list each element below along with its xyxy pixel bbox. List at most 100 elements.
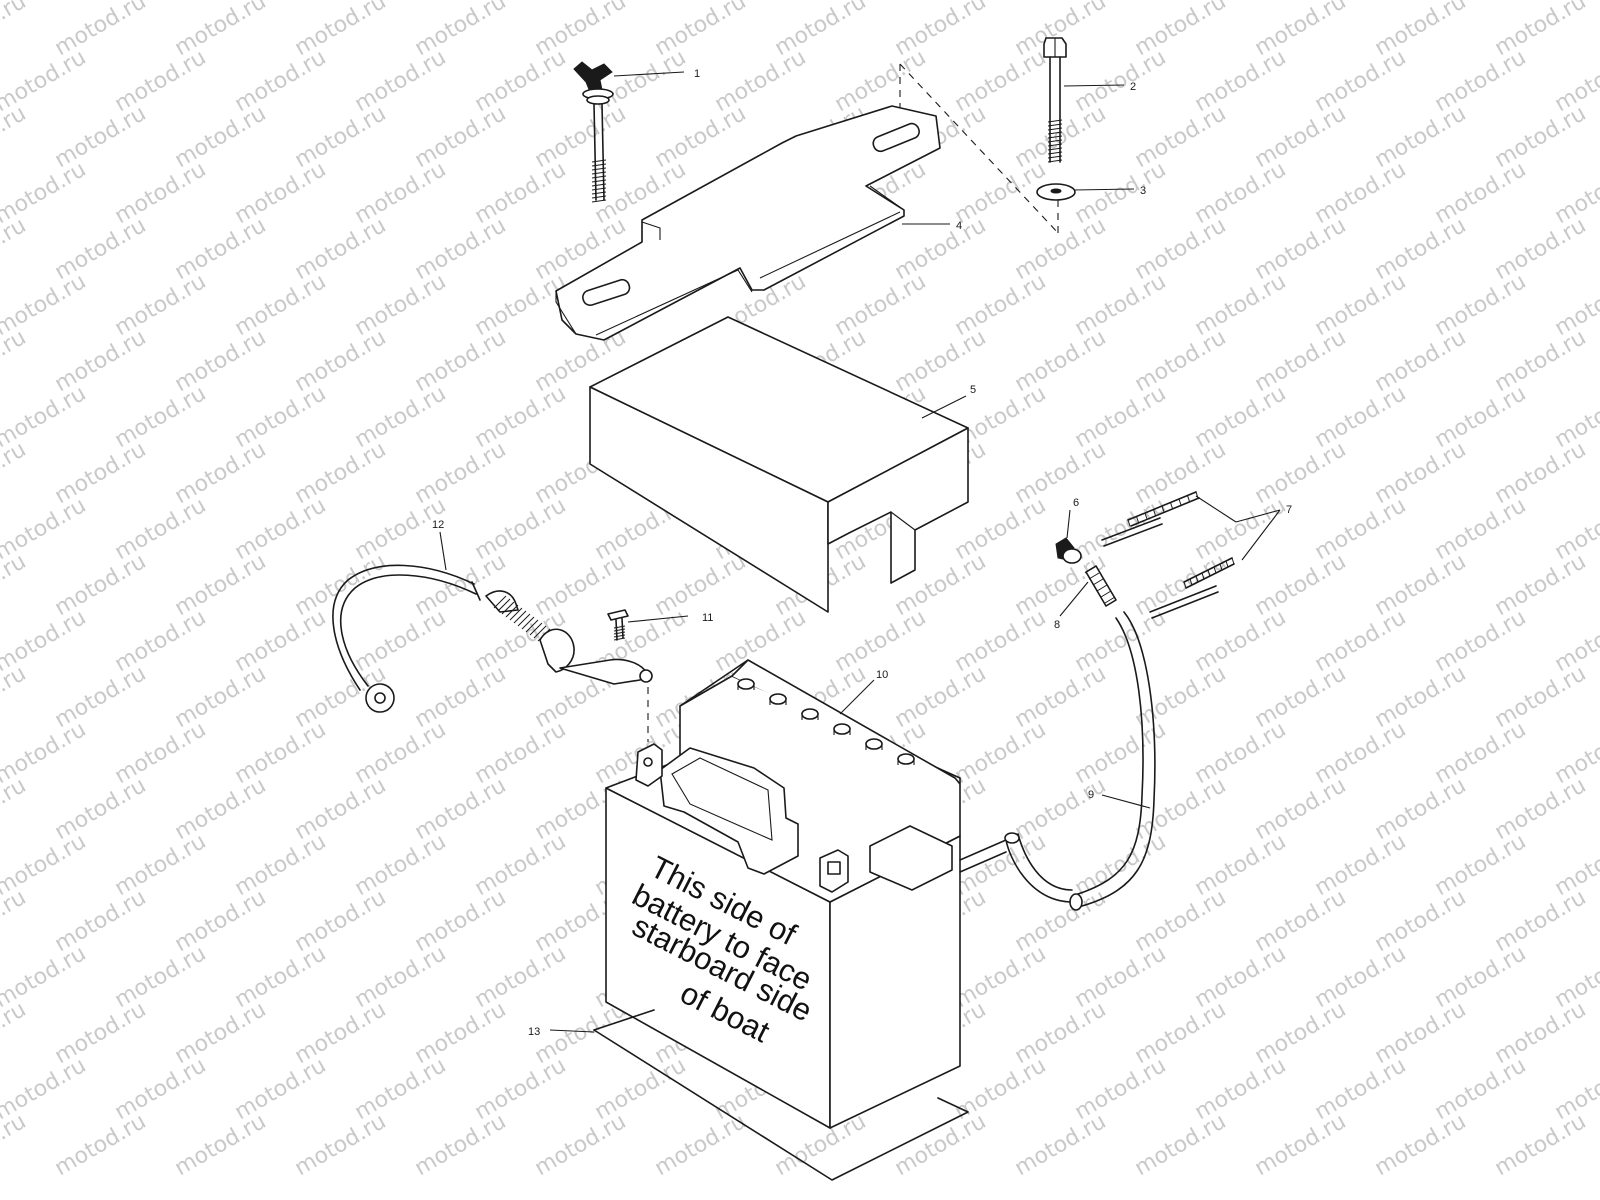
watermark-text: motod.ru bbox=[231, 157, 331, 229]
watermark-text: motod.ru bbox=[831, 605, 931, 677]
watermark-text: motod.ru bbox=[1431, 269, 1531, 341]
watermark-text: motod.ru bbox=[831, 45, 931, 117]
battery-pad bbox=[593, 1009, 969, 1181]
watermark-text: motod.ru bbox=[831, 269, 931, 341]
spring-coil bbox=[501, 601, 515, 615]
watermark-text: motod.ru bbox=[1431, 493, 1531, 565]
watermark-text: motod.ru bbox=[1431, 605, 1531, 677]
watermark-text: motod.ru bbox=[951, 605, 1051, 677]
watermark-text: motod.ru bbox=[1011, 437, 1111, 509]
watermark-text: motod.ru bbox=[351, 1053, 451, 1125]
watermark-text: motod.ru bbox=[0, 0, 30, 61]
watermark-text: motod.ru bbox=[1251, 773, 1351, 845]
vent-fitting bbox=[1055, 537, 1117, 607]
watermark-text: motod.ru bbox=[1011, 997, 1111, 1069]
bolt-11-thread bbox=[613, 625, 626, 641]
watermark-text: motod.ru bbox=[1251, 549, 1351, 621]
callout-11: 11 bbox=[702, 612, 713, 624]
watermark-text: motod.ru bbox=[1011, 885, 1111, 957]
watermark-text: motod.ru bbox=[531, 1109, 631, 1181]
watermark-text: motod.ru bbox=[1251, 101, 1351, 173]
vent-tube bbox=[1004, 611, 1156, 911]
thread-line bbox=[591, 187, 607, 191]
thread-line bbox=[613, 631, 626, 635]
watermark-text: motod.ru bbox=[0, 885, 30, 957]
watermark-text: motod.ru bbox=[1491, 885, 1591, 957]
watermark-text: motod.ru bbox=[1191, 829, 1291, 901]
watermark-text: motod.ru bbox=[1311, 605, 1411, 677]
watermark-text: motod.ru bbox=[1251, 437, 1351, 509]
watermark-text: motod.ru bbox=[1071, 45, 1171, 117]
watermark-text: motod.ru bbox=[1131, 773, 1231, 845]
tie-tooth bbox=[1201, 572, 1205, 580]
callout-2: 2 bbox=[1130, 81, 1136, 93]
watermark-text: motod.ru bbox=[1431, 717, 1531, 789]
watermark-text: motod.ru bbox=[1131, 661, 1231, 733]
watermark-text: motod.ru bbox=[1011, 325, 1111, 397]
fitting-thread-line bbox=[1092, 578, 1104, 586]
watermark-text: motod.ru bbox=[1311, 269, 1411, 341]
watermark-text: motod.ru bbox=[1251, 661, 1351, 733]
thread-line bbox=[1047, 159, 1063, 163]
watermark-text: motod.ru bbox=[1071, 1053, 1171, 1125]
watermark-text: motod.ru bbox=[351, 717, 451, 789]
fitting-thread bbox=[1084, 566, 1116, 604]
watermark-text: motod.ru bbox=[1191, 717, 1291, 789]
watermark-text: motod.ru bbox=[51, 1109, 151, 1181]
watermark-text: motod.ru bbox=[411, 101, 511, 173]
watermark-text: motod.ru bbox=[1131, 549, 1231, 621]
thread-line bbox=[591, 159, 607, 163]
watermark-text: motod.ru bbox=[1491, 549, 1591, 621]
watermark-text: motod.ru bbox=[1311, 493, 1411, 565]
thread-line bbox=[591, 179, 607, 183]
watermark-text: motod.ru bbox=[1371, 213, 1471, 285]
tie-tooth bbox=[1213, 566, 1217, 574]
watermark-text: motod.ru bbox=[291, 549, 391, 621]
watermark-text: motod.ru bbox=[111, 493, 211, 565]
watermark-text: motod.ru bbox=[231, 717, 331, 789]
watermark-text: motod.ru bbox=[1491, 1109, 1591, 1181]
callout-numbers: 1 2 3 4 5 6 7 8 9 10 11 12 13 bbox=[432, 68, 1292, 1038]
watermark-text: motod.ru bbox=[231, 829, 331, 901]
watermark-text: motod.ru bbox=[0, 773, 30, 845]
cable-ties bbox=[1101, 491, 1235, 619]
wing-bolt bbox=[573, 61, 614, 203]
watermark-text: motod.ru bbox=[411, 885, 511, 957]
watermark-text: motod.ru bbox=[0, 549, 30, 621]
watermark-text: motod.ru bbox=[1491, 213, 1591, 285]
watermark-text: motod.ru bbox=[51, 997, 151, 1069]
tie-tooth bbox=[1136, 516, 1139, 523]
thread-line bbox=[591, 199, 607, 203]
watermark-text: motod.ru bbox=[1071, 157, 1171, 229]
watermark-text: motod.ru bbox=[951, 717, 1051, 789]
watermark-text: motod.ru bbox=[1191, 1053, 1291, 1125]
watermark-text: motod.ru bbox=[1311, 829, 1411, 901]
battery: This side of battery to face starboard s… bbox=[605, 659, 1007, 1129]
watermark-text: motod.ru bbox=[231, 605, 331, 677]
watermark-text: motod.ru bbox=[411, 213, 511, 285]
watermark-text: motod.ru bbox=[171, 885, 271, 957]
watermark-text: motod.ru bbox=[1191, 45, 1291, 117]
watermark-text: motod.ru bbox=[351, 605, 451, 677]
thread-line bbox=[591, 163, 607, 167]
battery-cable bbox=[332, 564, 653, 713]
watermark-text: motod.ru bbox=[351, 829, 451, 901]
thread-line bbox=[591, 183, 607, 187]
watermark-text: motod.ru bbox=[0, 997, 30, 1069]
watermark-text: motod.ru bbox=[651, 549, 751, 621]
watermark-text: motod.ru bbox=[471, 493, 571, 565]
watermark-text: motod.ru bbox=[1311, 157, 1411, 229]
vent-caps bbox=[737, 678, 915, 765]
vent-cap bbox=[769, 693, 787, 705]
watermark-text: motod.ru bbox=[111, 381, 211, 453]
watermark-text: motod.ru bbox=[471, 941, 571, 1013]
watermark-text: motod.ru bbox=[1011, 773, 1111, 845]
tie-tooth bbox=[1189, 578, 1193, 586]
watermark-text: motod.ru bbox=[1011, 1109, 1111, 1181]
watermark-text: motod.ru bbox=[51, 661, 151, 733]
watermark-text: motod.ru bbox=[51, 213, 151, 285]
tie-tooth bbox=[1161, 505, 1165, 513]
watermark-text: motod.ru bbox=[0, 437, 30, 509]
watermark-text: motod.ru bbox=[471, 829, 571, 901]
watermark-text: motod.ru bbox=[351, 941, 451, 1013]
